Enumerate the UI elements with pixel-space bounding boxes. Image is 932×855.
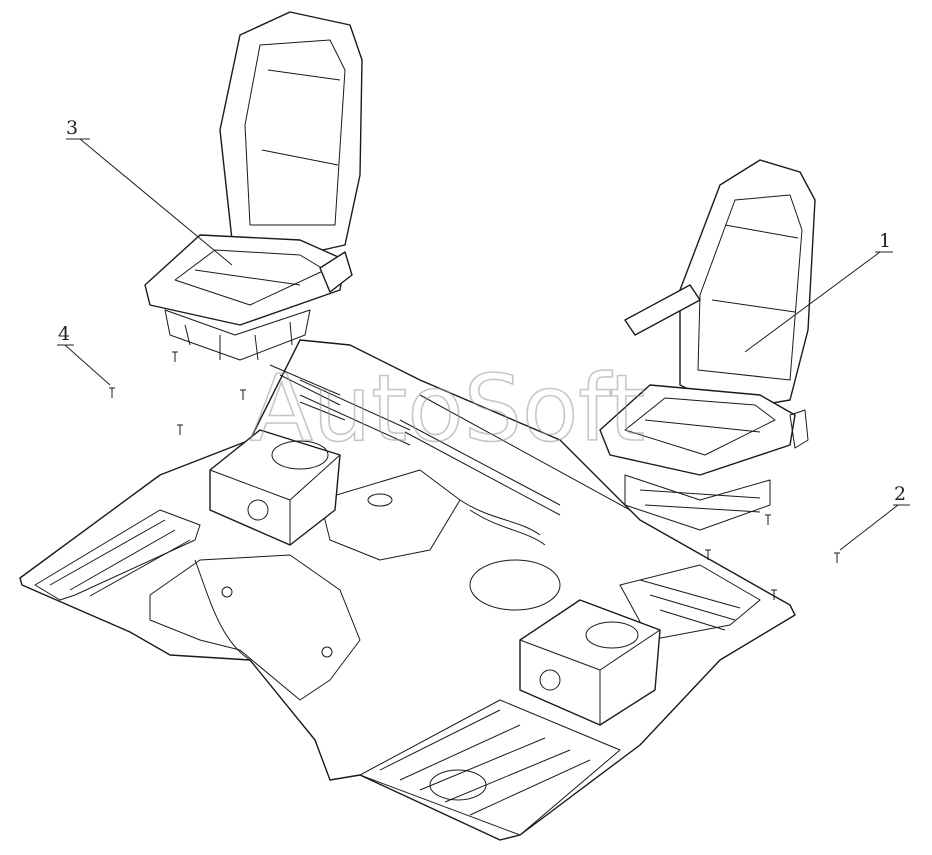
callout-1-label: 1 bbox=[879, 230, 891, 252]
callout-4-label: 4 bbox=[58, 323, 70, 345]
callout-1: 1 bbox=[744, 230, 893, 353]
fasteners bbox=[109, 351, 840, 600]
seat-3 bbox=[144, 11, 363, 361]
callout-4: 4 bbox=[57, 323, 111, 386]
callout-2: 2 bbox=[839, 483, 910, 551]
seat-1 bbox=[599, 159, 816, 531]
floor-panel bbox=[19, 339, 796, 841]
callout-3-label: 3 bbox=[66, 117, 78, 139]
callout-3: 3 bbox=[66, 117, 233, 266]
callout-2-label: 2 bbox=[894, 483, 906, 505]
watermark: AutoSoft bbox=[250, 355, 645, 462]
